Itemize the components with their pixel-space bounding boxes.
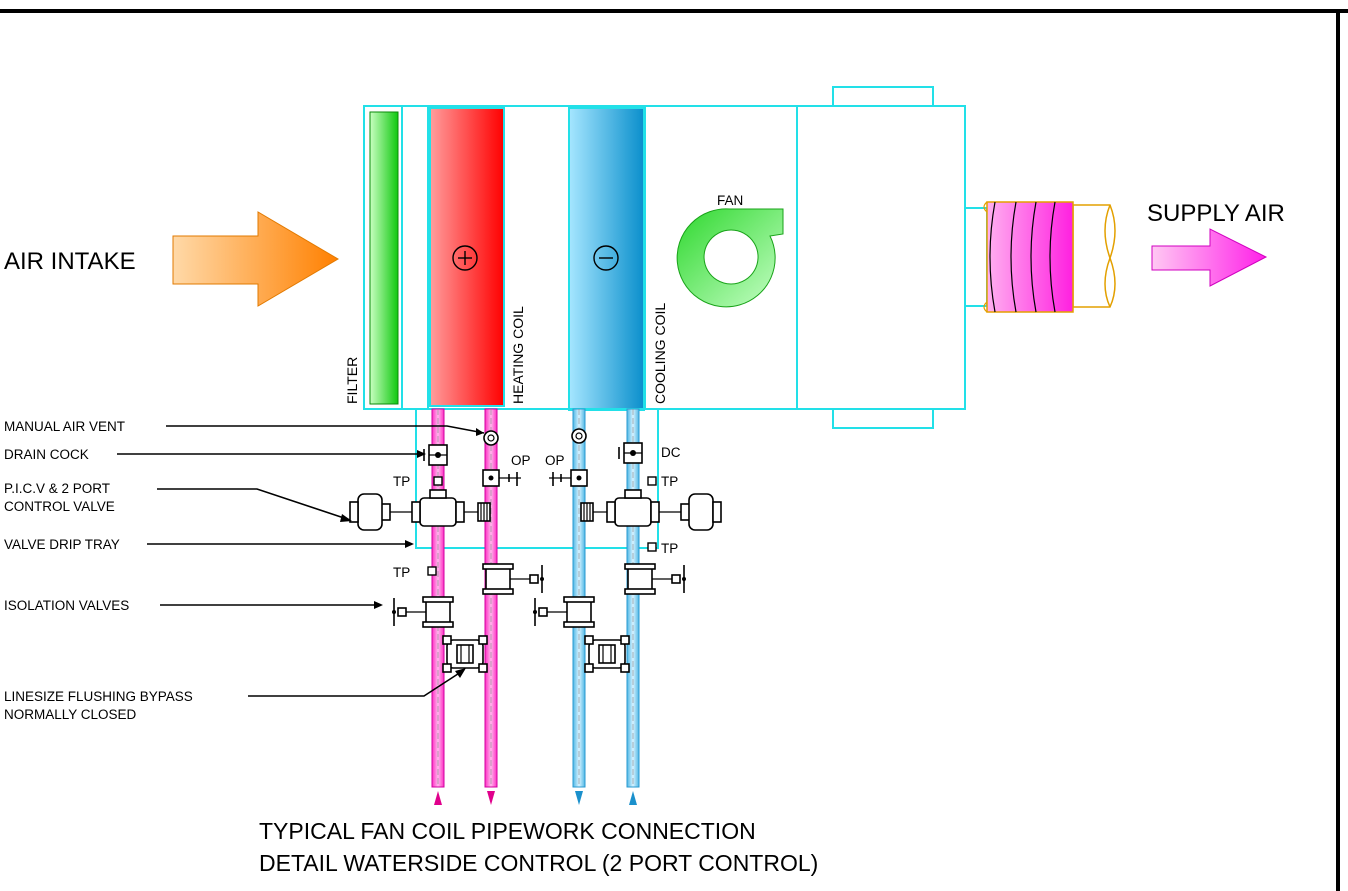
isolation-valve-heating-return — [482, 563, 545, 595]
drain-cock-cooling — [618, 442, 643, 464]
filter-panel — [369, 111, 399, 405]
fan-coil-unit — [363, 86, 988, 429]
picv-valve-cooling — [580, 489, 722, 531]
air-intake-label: AIR INTAKE — [4, 248, 136, 275]
cooling-symbol-icon — [593, 245, 619, 271]
heating-flow-arrow-icon — [434, 791, 442, 805]
flushing-bypass-callout-line2: NORMALLY CLOSED — [4, 707, 137, 722]
title-line-1: TYPICAL FAN COIL PIPEWORK CONNECTION — [259, 818, 756, 844]
picv-callout-line2: CONTROL VALVE — [4, 499, 115, 514]
supply-air-label: SUPPLY AIR — [1147, 200, 1285, 227]
picv-callout-line1: P.I.C.V & 2 PORT — [4, 481, 110, 496]
filter-label: FILTER — [344, 357, 360, 404]
op-fitting-heating — [482, 469, 522, 487]
isolation-valve-cooling-flow — [532, 596, 595, 628]
fan-label: FAN — [717, 193, 743, 208]
fan-icon — [676, 208, 784, 308]
op-tag-cooling: OP — [545, 453, 565, 468]
test-point-2 — [647, 476, 657, 486]
heating-coil-label: HEATING COIL — [510, 306, 526, 404]
test-point-4 — [427, 566, 437, 576]
op-tag-heating: OP — [511, 453, 531, 468]
cooling-return-pipe — [626, 408, 640, 788]
heating-coil — [429, 107, 505, 407]
heating-return-pipe — [484, 408, 498, 788]
supply-air-arrow — [1151, 228, 1268, 287]
flushing-bypass-cooling — [584, 635, 630, 673]
air-intake-arrow — [172, 211, 339, 307]
manual-air-vent-callout: MANUAL AIR VENT — [4, 419, 125, 434]
cooling-coil-label: COOLING COIL — [652, 303, 668, 404]
op-fitting-cooling — [548, 469, 588, 487]
tp-tag-4: TP — [393, 565, 410, 580]
dc-tag: DC — [661, 445, 681, 460]
flexible-duct — [983, 201, 1116, 313]
manual-air-vent-heating — [483, 430, 499, 446]
test-point-3 — [647, 542, 657, 552]
heating-return-arrow-icon — [487, 791, 495, 805]
title-line-2: DETAIL WATERSIDE CONTROL (2 PORT CONTROL… — [259, 850, 818, 876]
test-point-1 — [433, 476, 443, 486]
drain-cock-heating — [423, 444, 448, 466]
cooling-flow-arrow-icon — [575, 791, 583, 805]
drain-cock-callout: DRAIN COCK — [4, 447, 89, 462]
heating-symbol-icon — [452, 245, 478, 271]
isolation-valve-heating-flow — [391, 596, 454, 628]
tp-tag-3: TP — [661, 541, 678, 556]
drawing-frame — [0, 9, 1348, 891]
flushing-bypass-callout-line1: LINESIZE FLUSHING BYPASS — [4, 689, 193, 704]
flushing-bypass-heating — [442, 635, 488, 673]
isolation-valves-callout: ISOLATION VALVES — [4, 598, 129, 613]
isolation-valve-cooling-return — [624, 563, 687, 595]
manual-air-vent-cooling — [571, 428, 587, 444]
cooling-coil — [568, 107, 645, 411]
cooling-return-arrow-icon — [629, 791, 637, 805]
valve-drip-tray — [415, 408, 659, 549]
valve-drip-tray-callout: VALVE DRIP TRAY — [4, 537, 120, 552]
tp-tag-1: TP — [393, 474, 410, 489]
picv-valve-heating — [349, 489, 491, 531]
tp-tag-2: TP — [661, 474, 678, 489]
